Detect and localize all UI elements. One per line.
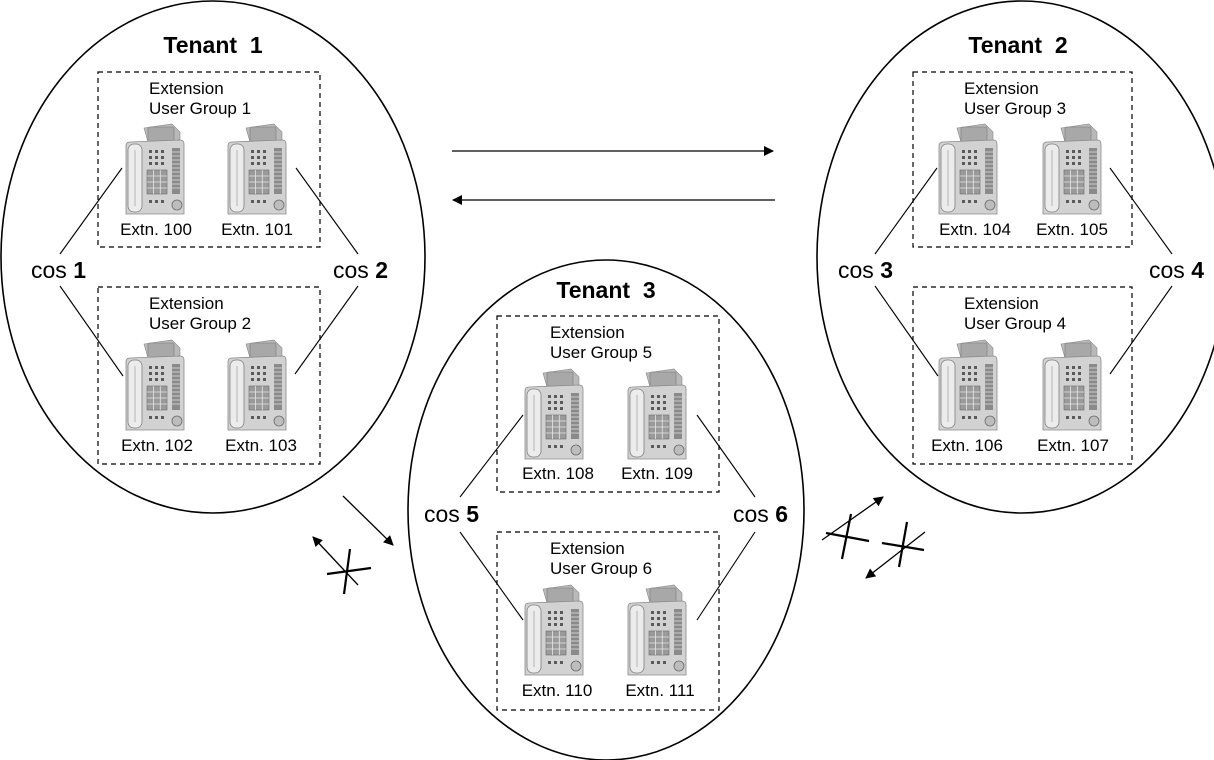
cos-5-label: cos 5 (424, 501, 479, 527)
cos-4-label: cos 4 (1149, 257, 1204, 283)
user-group-6-label-line2: User Group 6 (550, 559, 652, 578)
user-group-2-label-line1: Extension (149, 294, 224, 313)
user-group-1-box (97, 71, 321, 248)
tenant-3-boundary (407, 259, 805, 760)
user-group-6-box (496, 531, 720, 711)
user-group-5-box (496, 315, 720, 493)
extension-108-label: Extn. 108 (522, 464, 594, 483)
user-group-2-box (97, 286, 321, 465)
cos-1-label: cos 1 (31, 257, 86, 283)
tenant-1-title: Tenant 1 (163, 32, 262, 58)
cos-6-label: cos 6 (733, 501, 788, 527)
tenant-2: Tenant 2 (816, 0, 1214, 514)
arrow-tenant-3-to-tenant-1-blocked (312, 536, 359, 586)
extension-103-label: Extn. 103 (225, 436, 297, 455)
blocked-cross-icon (326, 548, 372, 595)
cos-5-link-extn-110 (459, 531, 524, 621)
blocked-cross-icon (881, 521, 925, 568)
cos-1-link-extn-102 (59, 285, 124, 377)
blocked-cross-icon (825, 513, 870, 560)
user-group-5-label-line1: Extension (550, 323, 625, 342)
cos-connector-lines (59, 167, 1173, 621)
extension-106-label: Extn. 106 (931, 436, 1003, 455)
user-group-3: Extension User Group 3 Extn. 104 Extn. 1… (912, 71, 1133, 248)
cos-4-link-extn-105 (1109, 167, 1173, 255)
user-group-4-label-line1: Extension (964, 294, 1039, 313)
arrow-tenant-1-to-tenant-3 (342, 495, 394, 546)
tenant-2-title: Tenant 2 (968, 32, 1067, 58)
user-group-4-label-line2: User Group 4 (964, 314, 1066, 333)
extension-101-label: Extn. 101 (221, 220, 293, 239)
tenant-3-title: Tenant 3 (556, 277, 655, 303)
tenant-2-boundary (816, 0, 1214, 514)
extension-105-label: Extn. 105 (1036, 220, 1108, 239)
extension-110-label: Extn. 110 (522, 681, 593, 700)
cos-1-link-extn-100 (59, 167, 123, 255)
tenant-1-boundary (0, 0, 426, 514)
cos-4-link-extn-107 (1109, 285, 1173, 375)
user-group-3-label-line2: User Group 3 (964, 99, 1066, 118)
extension-107-label: Extn. 107 (1037, 436, 1109, 455)
cos-2-link-extn-103 (294, 285, 359, 375)
arrow-tenant-2-to-tenant-3-blocked (865, 531, 926, 579)
extension-100-label: Extn. 100 (120, 220, 192, 239)
user-group-1: Extension User Group 1 Extn. 100 Extn. 1… (97, 71, 321, 248)
tenant-1: Tenant 1 (0, 0, 426, 514)
user-group-1-label-line1: Extension (149, 79, 224, 98)
arrow-tenant-3-to-tenant-2-blocked (821, 496, 884, 541)
cos-3-link-extn-104 (874, 167, 938, 255)
user-group-6-label-line1: Extension (550, 539, 625, 558)
cos-3-link-extn-106 (874, 285, 939, 377)
cos-2-link-extn-101 (295, 167, 359, 255)
user-group-2-label-line2: User Group 2 (149, 314, 251, 333)
extension-111-label: Extn. 111 (625, 681, 694, 700)
cos-2-label: cos 2 (333, 257, 388, 283)
tenant-3: Tenant 3 (407, 259, 805, 760)
user-group-6: Extension User Group 6 Extn. 110 Extn. 1… (496, 531, 720, 711)
extension-102-label: Extn. 102 (121, 436, 193, 455)
user-group-2: Extension User Group 2 Extn. 102 Extn. 1… (97, 286, 321, 465)
extension-104-label: Extn. 104 (939, 220, 1011, 239)
user-group-3-box (912, 71, 1133, 248)
extension-109-label: Extn. 109 (621, 464, 693, 483)
user-group-5: Extension User Group 5 Extn. 108 Extn. 1… (496, 315, 720, 493)
cos-5-link-extn-108 (459, 414, 524, 498)
cos-6-link-extn-109 (696, 414, 756, 498)
user-group-3-label-line1: Extension (964, 79, 1039, 98)
cos-6-link-extn-111 (696, 531, 756, 621)
user-group-1-label-line2: User Group 1 (149, 99, 251, 118)
user-group-4-box (912, 286, 1133, 465)
user-group-5-label-line2: User Group 5 (550, 343, 652, 362)
user-group-4: Extension User Group 4 Extn. 106 Extn. 1… (912, 286, 1133, 465)
cos-3-label: cos 3 (838, 257, 893, 283)
